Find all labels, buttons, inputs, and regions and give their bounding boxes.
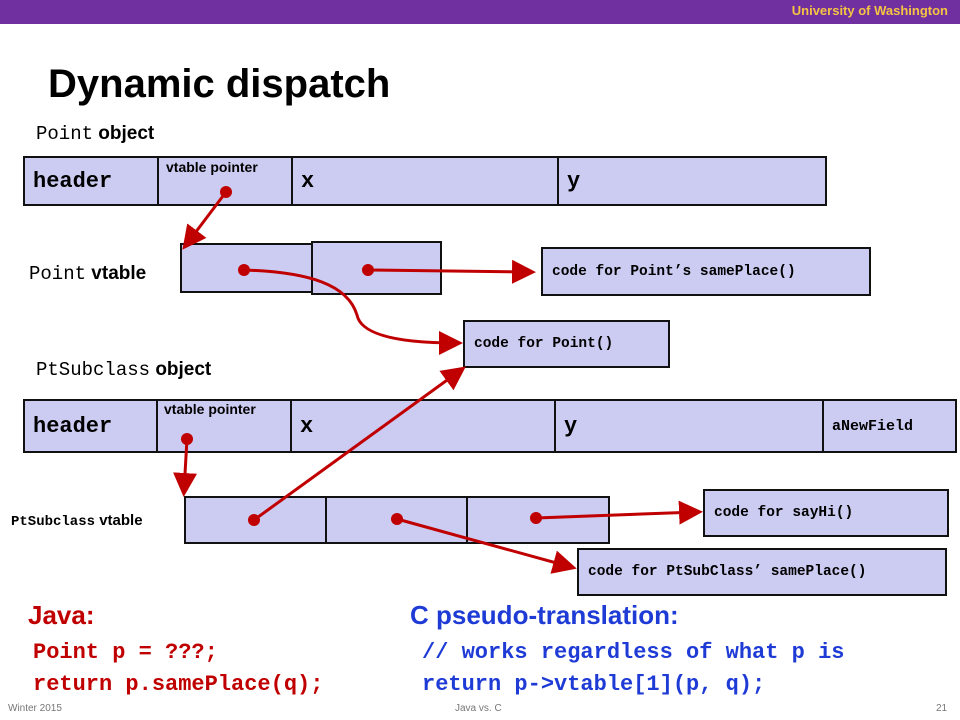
ptsub-vtable-box [184, 496, 610, 544]
code-sayhi: code for sayHi() [703, 489, 949, 537]
point-header-field: header [25, 158, 159, 204]
ptsub-x-field: x [292, 401, 556, 451]
point-vtable-pointer-label: vtable pointer [166, 159, 258, 175]
page-number: 21 [936, 703, 948, 714]
footer-topic: Java vs. C [455, 703, 502, 714]
point-object-box: header x y [23, 156, 827, 206]
code-point-sameplace: code for Point’s samePlace() [541, 247, 871, 296]
institution-name: University of Washington [791, 3, 948, 18]
c-heading: C pseudo-translation: [410, 600, 679, 630]
ptsub-object-box: x y aNewField [156, 399, 957, 453]
point-vtable-label-code: Point [29, 263, 87, 285]
ptsub-object-label: PtSubclass object [36, 359, 211, 381]
ptsub-vtable-pointer-label: vtable pointer [164, 401, 256, 417]
ptsub-header-text: header [33, 413, 113, 439]
ptsub-object-label-text: object [155, 359, 212, 380]
c-line-1: // works regardless of what p is [422, 640, 845, 665]
point-object-label-text: object [98, 123, 155, 144]
point-vtable-slot-1 [311, 241, 442, 295]
point-x-field: x [293, 158, 559, 204]
java-line-2: return p.samePlace(q); [33, 672, 324, 697]
ptsub-header-field: header [23, 399, 158, 453]
code-ptsub-sameplace: code for PtSubClass’ samePlace() [577, 548, 947, 596]
point-y-field: y [567, 168, 581, 194]
code-point-constructor: code for Point() [463, 320, 670, 368]
point-object-label-code: Point [36, 123, 94, 145]
c-line-2: return p->vtable[1](p, q); [422, 672, 766, 697]
slide-title: Dynamic dispatch [48, 62, 391, 106]
ptsub-anewfield-field: aNewField [832, 417, 914, 435]
ptsub-vtable-label-code: PtSubclass [11, 514, 96, 530]
java-heading: Java: [28, 600, 95, 630]
java-line-1: Point p = ???; [33, 640, 218, 665]
point-object-label: Point object [36, 123, 154, 145]
ptsub-vtable-slot-0 [186, 498, 327, 542]
ptsub-vtable-label-text: vtable [99, 512, 143, 529]
point-vtable-pointer-field [159, 158, 293, 204]
point-vtable-label: Point vtable [29, 263, 146, 285]
top-banner: University of Washington [0, 0, 960, 24]
point-vtable-label-text: vtable [91, 263, 147, 284]
ptsub-y-field: y [556, 401, 824, 451]
footer-term: Winter 2015 [8, 703, 62, 714]
ptsub-object-label-code: PtSubclass [36, 359, 151, 381]
point-vtable-slot-0 [180, 243, 316, 293]
ptsub-vtable-label: PtSubclass vtable [11, 512, 143, 530]
ptsub-vtable-slot-1 [327, 498, 468, 542]
ptsub-vtable-slot-2 [468, 498, 607, 542]
